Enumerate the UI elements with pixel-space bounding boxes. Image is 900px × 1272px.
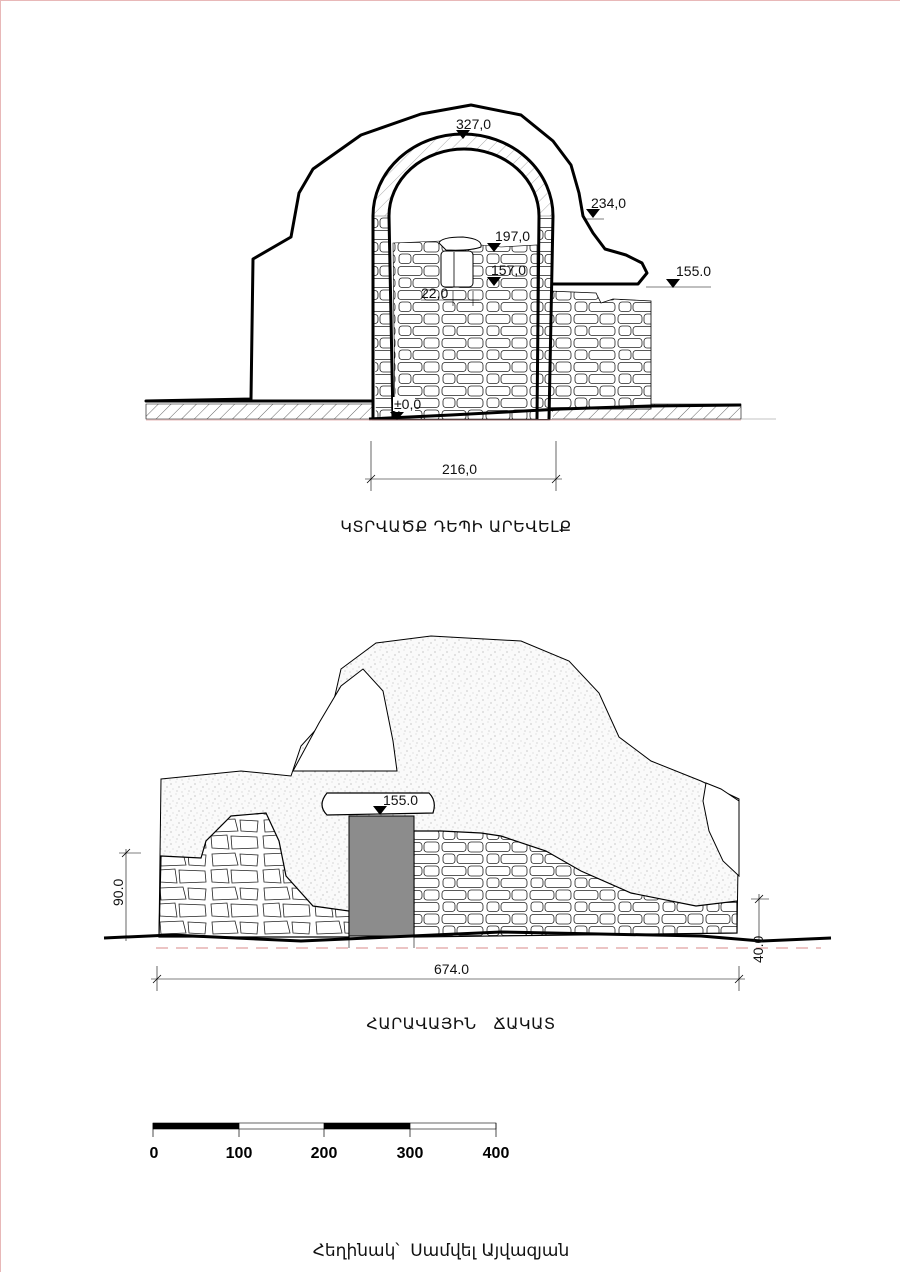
elevation-327: 327,0 [456, 116, 491, 132]
elevation-zero: ±0,0 [394, 396, 421, 412]
dimension-width: 216,0 [365, 441, 562, 491]
niche-stone-block [440, 250, 474, 288]
rock-notch [702, 782, 740, 878]
elevation-marker-icon [390, 412, 404, 420]
elevation-197: 197,0 [495, 228, 530, 244]
elevation-155-facade: 155.0 [383, 792, 418, 808]
elevation-marker-icon [586, 209, 600, 218]
dimension-right-height: 40.0 [750, 894, 769, 963]
scale-bar: 0 100 200 300 400 [150, 1122, 510, 1162]
dimension-216: 216,0 [442, 461, 477, 477]
dimension-674: 674.0 [434, 961, 469, 977]
dimension-left-height: 90.0 [110, 848, 141, 941]
ground-line [368, 403, 742, 421]
scale-label-200: 200 [311, 1145, 338, 1162]
facade-south: 155.0 674.0 90.0 40.0 ՀԱՐԱՎԱՅԻՆ ՃԱԿԱՏ [103, 635, 832, 1033]
stone-pillar [348, 815, 415, 937]
scale-label-0: 0 [150, 1145, 159, 1162]
author-credit: Հեղինակ՝ Սամվել Այվազյան [313, 1241, 570, 1261]
lintel-stone [438, 236, 482, 251]
section-title: ԿՏՐՎԱԾՔ ԴԵՊԻ ԱՐԵՎԵԼՔ [340, 517, 572, 536]
section-east: 327,0 234,0 197,0 157,0 155.0 22,0 ±0,0 … [144, 103, 776, 536]
elevation-marker-icon [456, 130, 470, 139]
elevation-234: 234,0 [591, 195, 626, 211]
elevation-marker-icon [487, 277, 501, 286]
scale-label-100: 100 [226, 1145, 253, 1162]
facade-title: ՀԱՐԱՎԱՅԻՆ ՃԱԿԱՏ [366, 1014, 555, 1033]
cave-opening [292, 668, 398, 772]
right-stone-wall [548, 290, 652, 410]
dimension-90: 90.0 [110, 879, 126, 906]
dimension-22: 22,0 [421, 285, 448, 301]
scale-label-300: 300 [397, 1145, 424, 1162]
elevation-155: 155.0 [676, 263, 711, 279]
right-stone-masonry [413, 830, 738, 938]
dimension-40: 40.0 [750, 936, 766, 963]
elevation-marker-icon [373, 806, 387, 815]
scale-label-400: 400 [483, 1145, 510, 1162]
elevation-marker-icon [487, 243, 501, 252]
ground-line [103, 930, 832, 943]
dimension-length: 674.0 [151, 961, 745, 991]
elevation-157: 157,0 [491, 262, 526, 278]
capstone-slab [321, 792, 435, 816]
left-stone-masonry [158, 812, 350, 938]
elevation-marker-icon [666, 279, 680, 288]
